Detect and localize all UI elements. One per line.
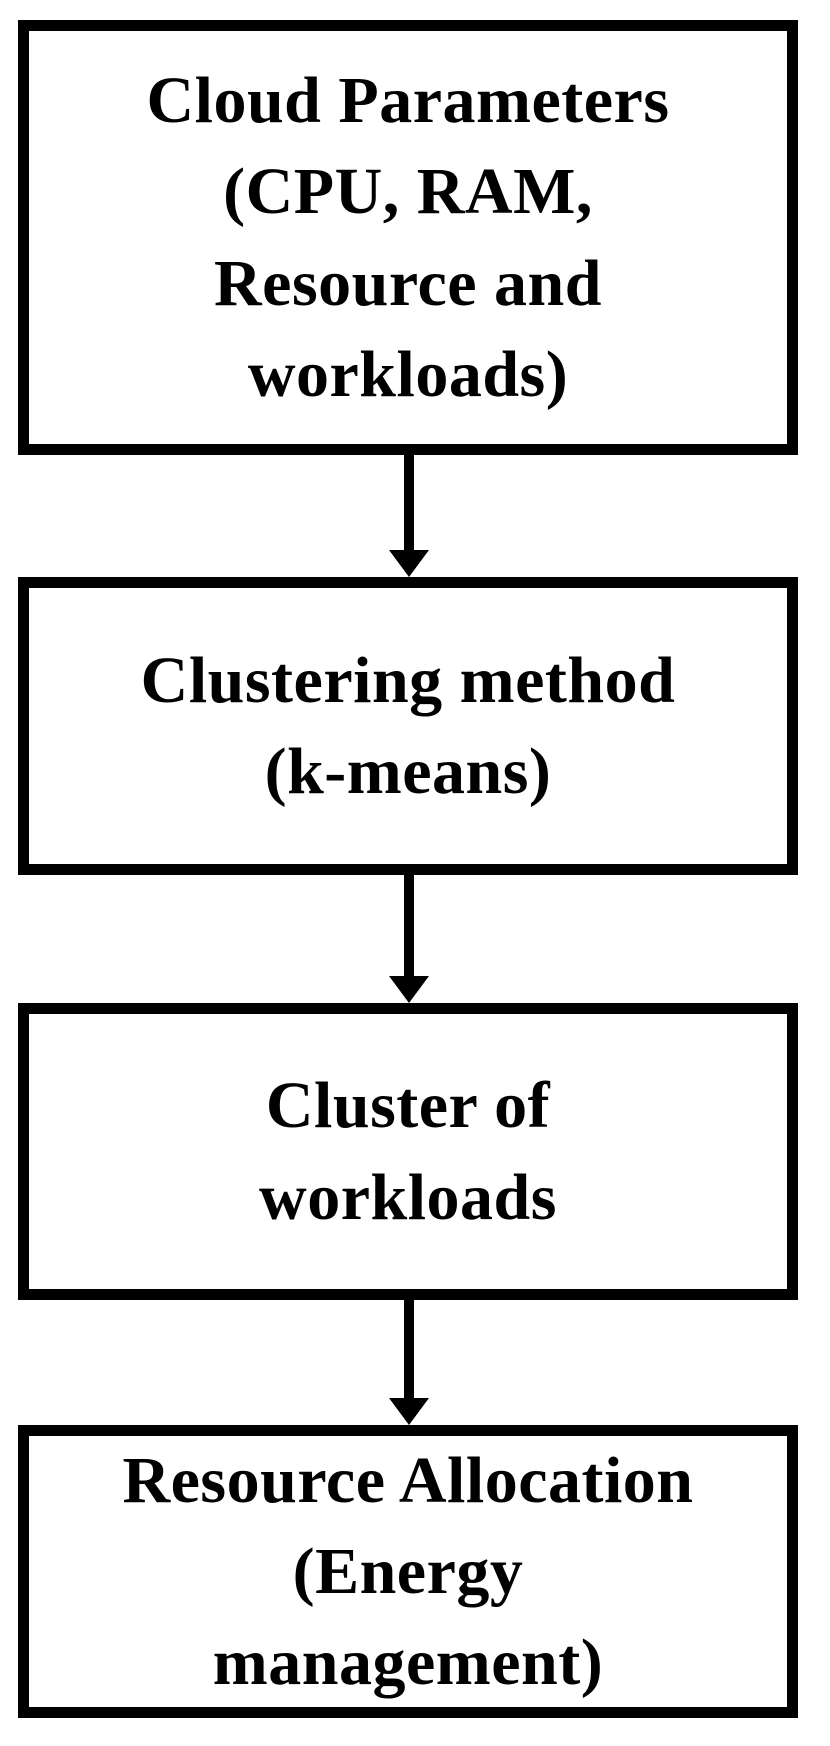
box-line: Resource and [214, 246, 602, 320]
box-label-clustering-method: Clustering method (k-means) [29, 635, 787, 817]
box-line: (Energy [292, 1534, 524, 1608]
box-line: Resource Allocation [122, 1443, 694, 1517]
box-label-resource-allocation: Resource Allocation (Energy management) [29, 1435, 787, 1708]
arrow-head [389, 1398, 429, 1425]
box-label-cloud-parameters: Cloud Parameters (CPU, RAM, Resource and… [29, 55, 787, 419]
flow-box-resource-allocation: Resource Allocation (Energy management) [18, 1425, 798, 1718]
flow-box-clustering-method: Clustering method (k-means) [18, 577, 798, 875]
arrow-down-icon [389, 455, 429, 577]
box-line: Clustering method [140, 643, 676, 717]
arrow-stem [404, 455, 414, 550]
box-line: workloads [259, 1160, 557, 1234]
arrow-down-icon [389, 875, 429, 1003]
arrow-down-icon [389, 1300, 429, 1425]
arrow-head [389, 976, 429, 1003]
flow-box-cloud-parameters: Cloud Parameters (CPU, RAM, Resource and… [18, 20, 798, 455]
box-line: Cluster of [265, 1069, 551, 1143]
box-label-cluster-of-workloads: Cluster of workloads [29, 1060, 787, 1242]
box-line: (CPU, RAM, [223, 155, 593, 229]
arrow-head [389, 550, 429, 577]
box-line: management) [212, 1626, 604, 1700]
box-line: Cloud Parameters [146, 64, 670, 138]
flow-box-cluster-of-workloads: Cluster of workloads [18, 1003, 798, 1300]
arrow-stem [404, 875, 414, 976]
arrow-stem [404, 1300, 414, 1398]
box-line: workloads) [247, 337, 569, 411]
box-line: (k-means) [264, 735, 552, 808]
